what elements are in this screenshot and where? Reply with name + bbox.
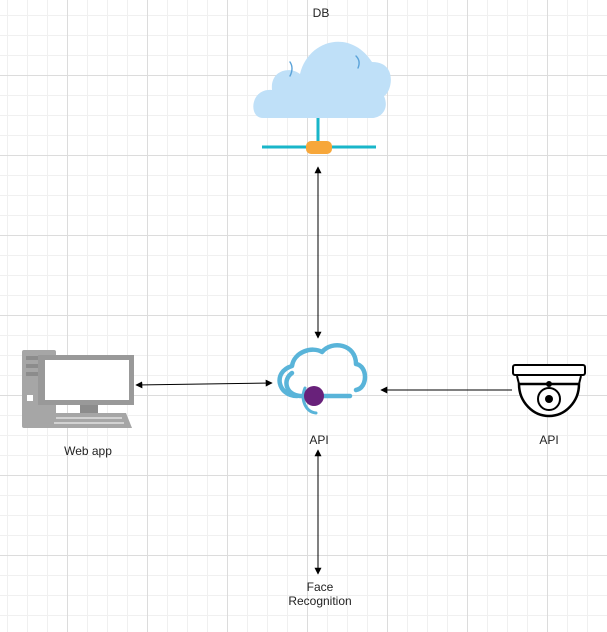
web-app-label: Web app [64,444,112,458]
desktop-computer-icon[interactable] [22,350,134,428]
edge-webapp-api[interactable] [135,379,273,389]
face-recognition-label-line2: Recognition [288,594,352,608]
face-recognition-label-line1: Face [306,580,334,594]
camera-api-label: API [539,433,559,447]
api-label: API [309,433,329,447]
face-recognition-label: Face Recognition [270,580,370,608]
security-camera-icon[interactable] [512,364,586,418]
cloud-api-icon[interactable] [277,343,368,415]
db-label: DB [312,6,330,20]
cloud-database-icon[interactable] [253,41,391,154]
